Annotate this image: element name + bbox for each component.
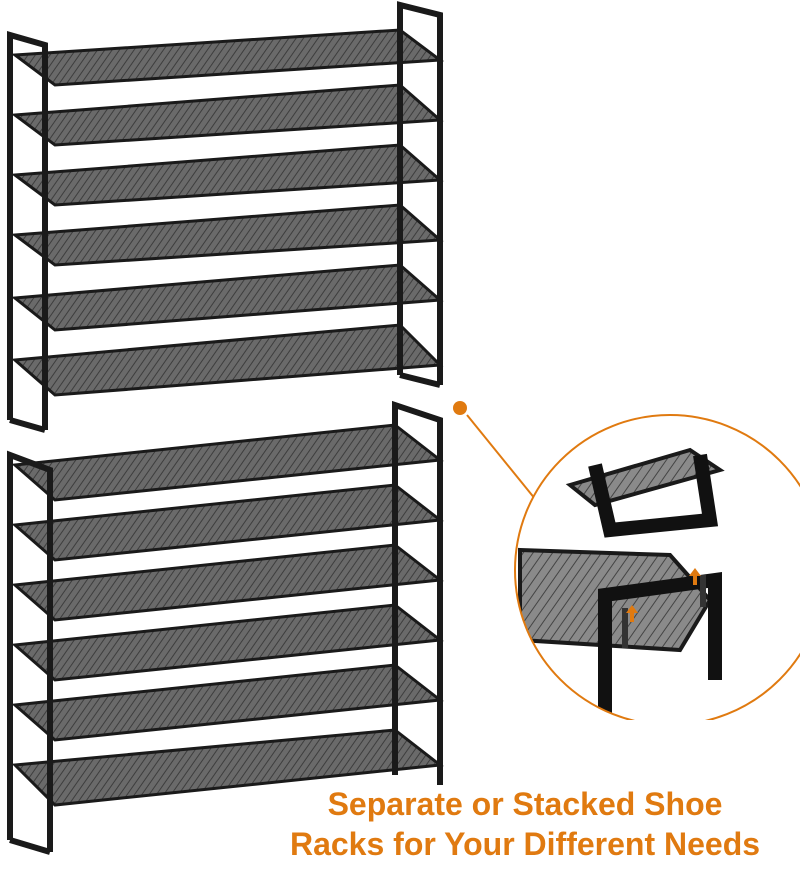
callout-dot (453, 401, 467, 415)
upper-shoe-rack-image (7, 1, 445, 433)
caption-line-1: Separate or Stacked Shoe (327, 786, 723, 822)
lower-shoe-rack-image (7, 400, 444, 855)
arrow-up-icon (626, 605, 638, 622)
arrow-up-icon (689, 568, 701, 585)
caption-line-2: Racks for Your Different Needs (289, 826, 761, 862)
lower-rack-frame (7, 400, 443, 855)
upper-rack-frame (7, 1, 443, 433)
lower-rack-shelves (11, 423, 444, 807)
connector-detail-callout (453, 401, 800, 720)
upper-rack-shelves (10, 28, 445, 397)
detail-zoom-image (515, 415, 800, 720)
callout-ring (514, 414, 800, 720)
callout-leader-line (466, 414, 541, 506)
